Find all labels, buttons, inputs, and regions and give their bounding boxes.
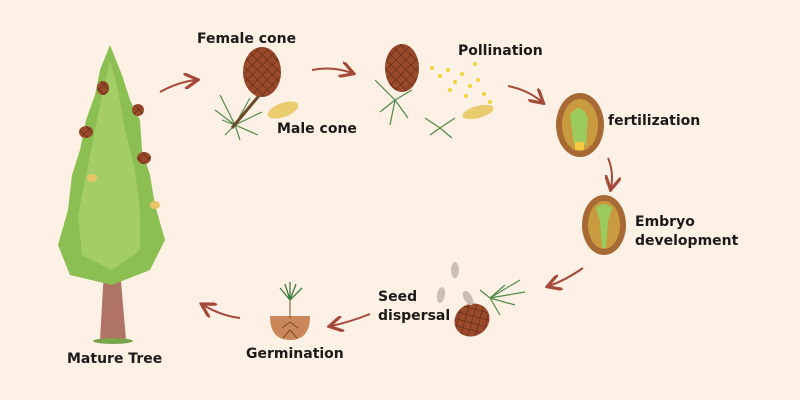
- label-pollination: Pollination: [458, 43, 543, 59]
- label-fertilization: fertilization: [608, 113, 701, 129]
- arrow-fertilization-to-embryo: [608, 157, 612, 188]
- label-seed-line2: dispersal: [378, 308, 451, 324]
- arrow-seed-to-germination: [331, 313, 371, 326]
- label-embryo-line1: Embryo: [635, 214, 695, 230]
- arrow-pollination-to-fertilization: [507, 85, 542, 102]
- female-male-cone-illustration: [214, 47, 299, 141]
- cycle-arrows: [159, 69, 612, 326]
- mature-tree-illustration: [58, 45, 165, 344]
- embryo-illustration: [582, 195, 626, 255]
- label-germination: Germination: [246, 346, 344, 362]
- pollination-illustration: [374, 44, 494, 139]
- label-mature-tree: Mature Tree: [67, 351, 163, 367]
- seed-dispersal-illustration: [436, 262, 526, 337]
- label-seed-dispersal: Seed dispersal: [378, 288, 450, 326]
- arrow-germination-to-tree: [203, 305, 241, 319]
- arrow-embryo-to-seed: [549, 267, 584, 286]
- label-embryo-development: Embryo development: [635, 213, 738, 251]
- label-embryo-line2: development: [635, 233, 739, 249]
- label-male-cone: Male cone: [277, 121, 357, 137]
- label-seed-line1: Seed: [378, 289, 418, 305]
- arrow-tree-to-cones: [159, 80, 196, 93]
- arrow-cones-to-pollination: [311, 69, 352, 73]
- label-female-cone: Female cone: [197, 31, 297, 47]
- fertilization-illustration: [556, 93, 604, 157]
- germination-illustration: [270, 282, 310, 340]
